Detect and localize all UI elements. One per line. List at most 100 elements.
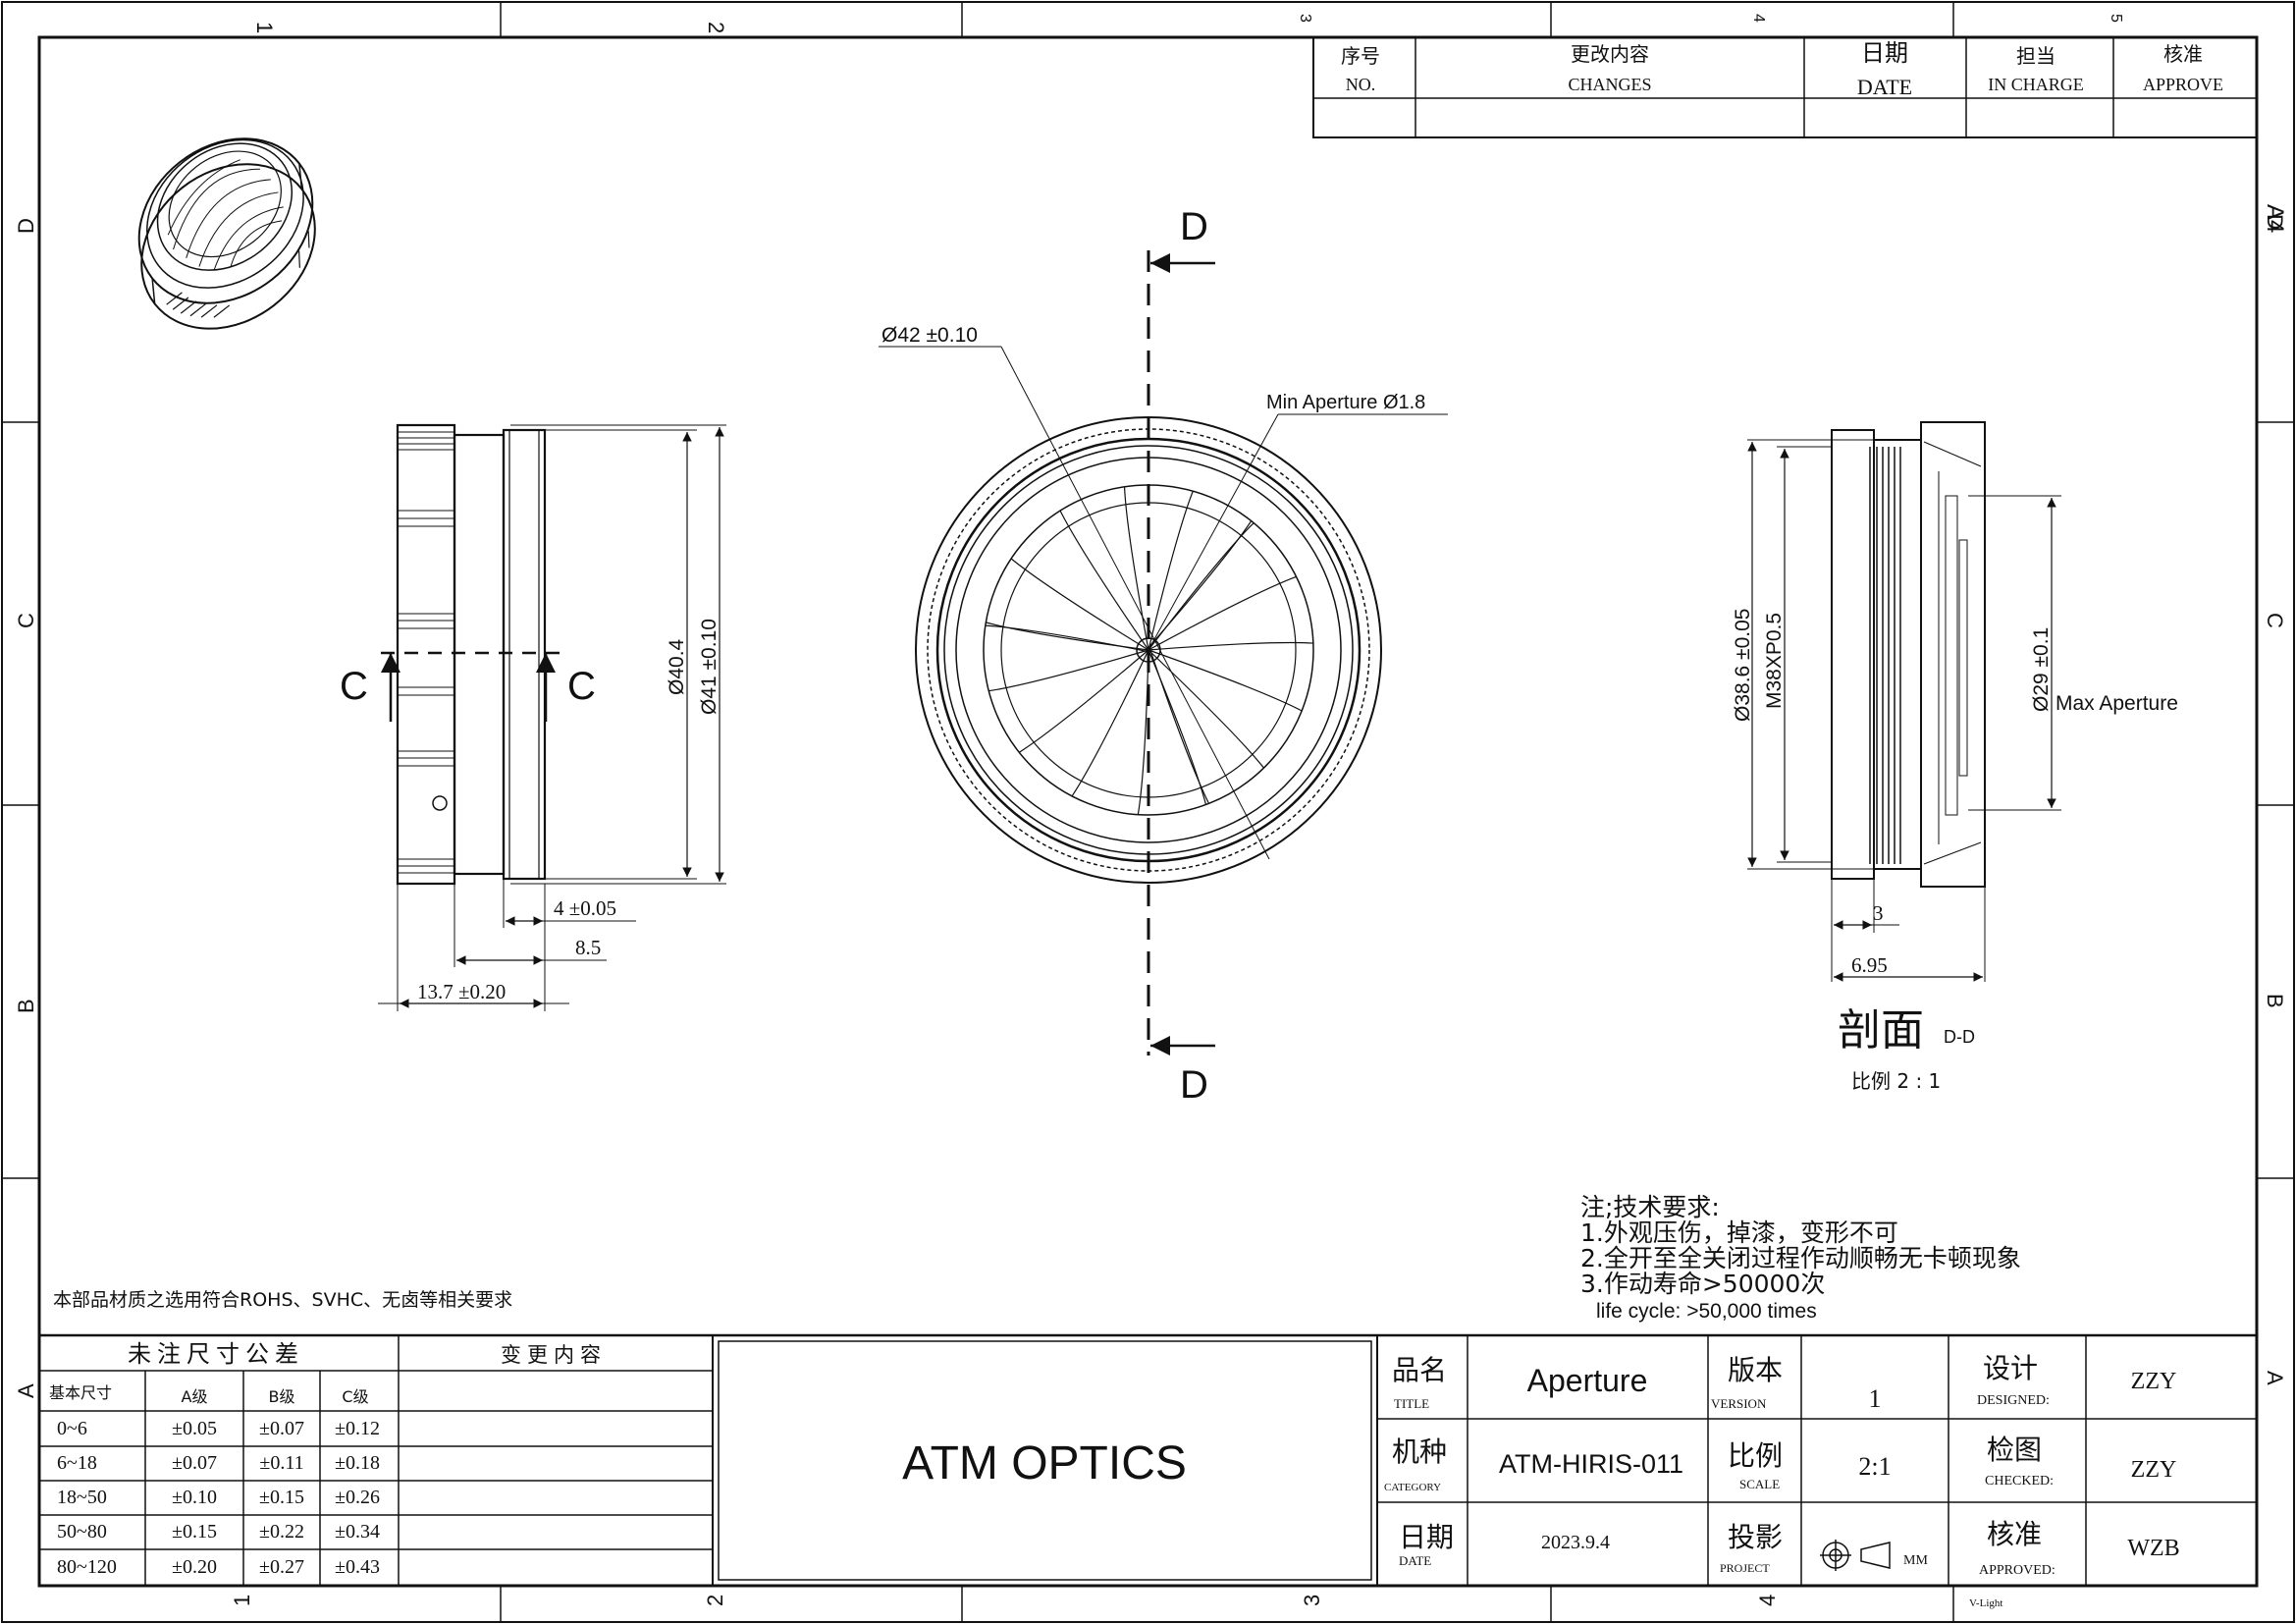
unit-label: MM: [1903, 1553, 1928, 1568]
date-en: DATE: [1399, 1553, 1431, 1568]
checked-value: ZZY: [2131, 1457, 2177, 1483]
col-header: A级: [182, 1387, 208, 1406]
tol-c: ±0.26: [335, 1487, 380, 1508]
col-header: B级: [269, 1387, 295, 1406]
dim-38-6: Ø38.6 ±0.05: [1732, 609, 1754, 722]
section-mark-d-top: D: [1180, 205, 1208, 248]
company-name: ATM OPTICS: [902, 1437, 1187, 1489]
col-header: 基本尺寸: [49, 1383, 112, 1402]
row-letter: C: [2263, 613, 2287, 628]
project-cn: 投影: [1728, 1521, 1783, 1553]
title-block-frame: [39, 1333, 2257, 1586]
scale-en: SCALE: [1739, 1477, 1780, 1491]
dim-inner-dia: Ø40.4: [666, 638, 688, 695]
tol-a: ±0.15: [172, 1521, 217, 1543]
section-mark-c-left: C: [340, 665, 368, 708]
notes-line: 3.作动寿命>50000次: [1580, 1270, 1825, 1298]
dim-iris-dia: Ø42 ±0.10: [881, 324, 978, 347]
approved-value: WZB: [2127, 1536, 2179, 1561]
section-view: Ø38.6 ±0.05 M38XP0.5 Ø29 ±0.1 Max Apertu…: [1732, 421, 2178, 1093]
tol-a: ±0.07: [172, 1452, 217, 1474]
project-en: PROJECT: [1720, 1561, 1770, 1575]
dim-thread: M38XP0.5: [1763, 613, 1786, 709]
title-cn: 品名: [1392, 1354, 1447, 1386]
scale-value: 2:1: [1858, 1452, 1891, 1481]
dim-outer-dia: Ø41 ±0.10: [698, 619, 721, 715]
section-mark-c-right: C: [567, 665, 596, 708]
notes-line: 1.外观压伤，掉漆，变形不可: [1580, 1218, 1898, 1247]
tol-c: ±0.43: [335, 1556, 380, 1578]
scale-cn: 比例: [1728, 1439, 1783, 1472]
dim-6-95: 6.95: [1851, 953, 1888, 977]
row-letter: A: [2263, 1371, 2287, 1385]
col-header: C级: [342, 1387, 368, 1406]
tol-size: 0~6: [57, 1418, 87, 1439]
tol-b: ±0.11: [259, 1452, 303, 1474]
tol-size: 50~80: [57, 1521, 107, 1543]
rev-header-no-en: NO.: [1346, 75, 1376, 94]
rev-header-no-cn: 序号: [1341, 44, 1380, 68]
notes-line: 2.全开至全关闭过程作动顺畅无卡顿现象: [1580, 1244, 2021, 1272]
date-value: 2023.9.4: [1541, 1532, 1610, 1553]
software-label: V-Light: [1969, 1597, 2002, 1609]
checked-en: CHECKED:: [1985, 1474, 2054, 1489]
tol-a: ±0.20: [172, 1556, 217, 1578]
title-value: Aperture: [1527, 1363, 1648, 1398]
rev-header-approve-cn: 核准: [2163, 42, 2203, 66]
section-mark-d-bottom: D: [1180, 1063, 1208, 1107]
tolerance-title: 未注尺寸公差: [128, 1340, 304, 1368]
section-title-suffix: D-D: [1944, 1027, 1975, 1047]
col-number: 2: [704, 22, 728, 33]
section-title: 剖面: [1838, 1005, 1924, 1056]
rev-header-approve-en: APPROVE: [2143, 75, 2223, 94]
date-cn: 日期: [1399, 1521, 1454, 1553]
title-en: TITLE: [1394, 1396, 1429, 1411]
tol-c: ±0.34: [335, 1521, 380, 1543]
border-column-numbers: 1 2 3 4 5 1 2 3 4: [230, 14, 2124, 1606]
isometric-view: [137, 137, 316, 330]
row-letter: A: [14, 1383, 38, 1398]
border-row-letters: D C B A D C B A A4 A4: [14, 204, 2288, 1398]
notes-heading: 注;技术要求:: [1580, 1193, 1720, 1221]
approved-cn: 核准: [1987, 1518, 2042, 1550]
max-aperture-label: Max Aperture: [2056, 692, 2178, 715]
version-en: VERSION: [1711, 1396, 1767, 1411]
designed-cn: 设计: [1983, 1352, 2038, 1384]
col-number: 5: [2108, 14, 2124, 23]
dim-29: Ø29 ±0.1: [2030, 627, 2053, 712]
dim-4: 4 ±0.05: [554, 896, 616, 920]
tol-size: 18~50: [57, 1487, 107, 1508]
sheet-size-label: A4: [2262, 204, 2288, 233]
section-scale: 比例 2 : 1: [1851, 1069, 1941, 1093]
tol-c: ±0.12: [335, 1418, 380, 1439]
material-note: 本部品材质之选用符合ROHS、SVHC、无卤等相关要求: [53, 1289, 512, 1311]
rev-header-date-en: DATE: [1857, 75, 1912, 99]
col-number: 3: [1297, 14, 1313, 23]
rev-header-changes-cn: 更改内容: [1571, 42, 1649, 66]
side-view: C C Ø40.4 Ø41 ±0.10 4 ±0.05 8.5 13.7 ±0.…: [340, 423, 726, 1011]
rev-header-incharge-en: IN CHARGE: [1988, 75, 2084, 94]
col-number: 4: [1750, 14, 1767, 23]
tol-a: ±0.10: [172, 1487, 217, 1508]
col-number: 1: [230, 1595, 254, 1606]
tolerance-table: 未注尺寸公差 变更内容 基本尺寸 A级 B级 C级 0~6 ±0.05 ±0.0…: [39, 1335, 713, 1586]
row-letter: D: [14, 218, 38, 234]
rev-header-incharge-cn: 担当: [2016, 44, 2056, 68]
category-en: CATEGORY: [1384, 1482, 1441, 1493]
col-number: 3: [1300, 1595, 1324, 1606]
min-aperture-label: Min Aperture Ø1.8: [1266, 392, 1425, 413]
designed-en: DESIGNED:: [1977, 1393, 2050, 1408]
rev-header-date-cn: 日期: [1861, 39, 1908, 67]
row-letter: C: [14, 613, 38, 628]
dim-3: 3: [1873, 901, 1884, 925]
tol-b: ±0.07: [259, 1418, 304, 1439]
tol-b: ±0.27: [259, 1556, 304, 1578]
row-letter: B: [2263, 994, 2287, 1008]
col-number: 2: [703, 1595, 727, 1606]
designed-value: ZZY: [2131, 1369, 2177, 1394]
change-header: 变更内容: [501, 1343, 607, 1367]
notes-english: life cycle: >50,000 times: [1596, 1300, 1817, 1323]
technical-notes: 注;技术要求: 1.外观压伤，掉漆，变形不可 2.全开至全关闭过程作动顺畅无卡顿…: [53, 1193, 2021, 1323]
dim-13-7: 13.7 ±0.20: [417, 980, 506, 1003]
